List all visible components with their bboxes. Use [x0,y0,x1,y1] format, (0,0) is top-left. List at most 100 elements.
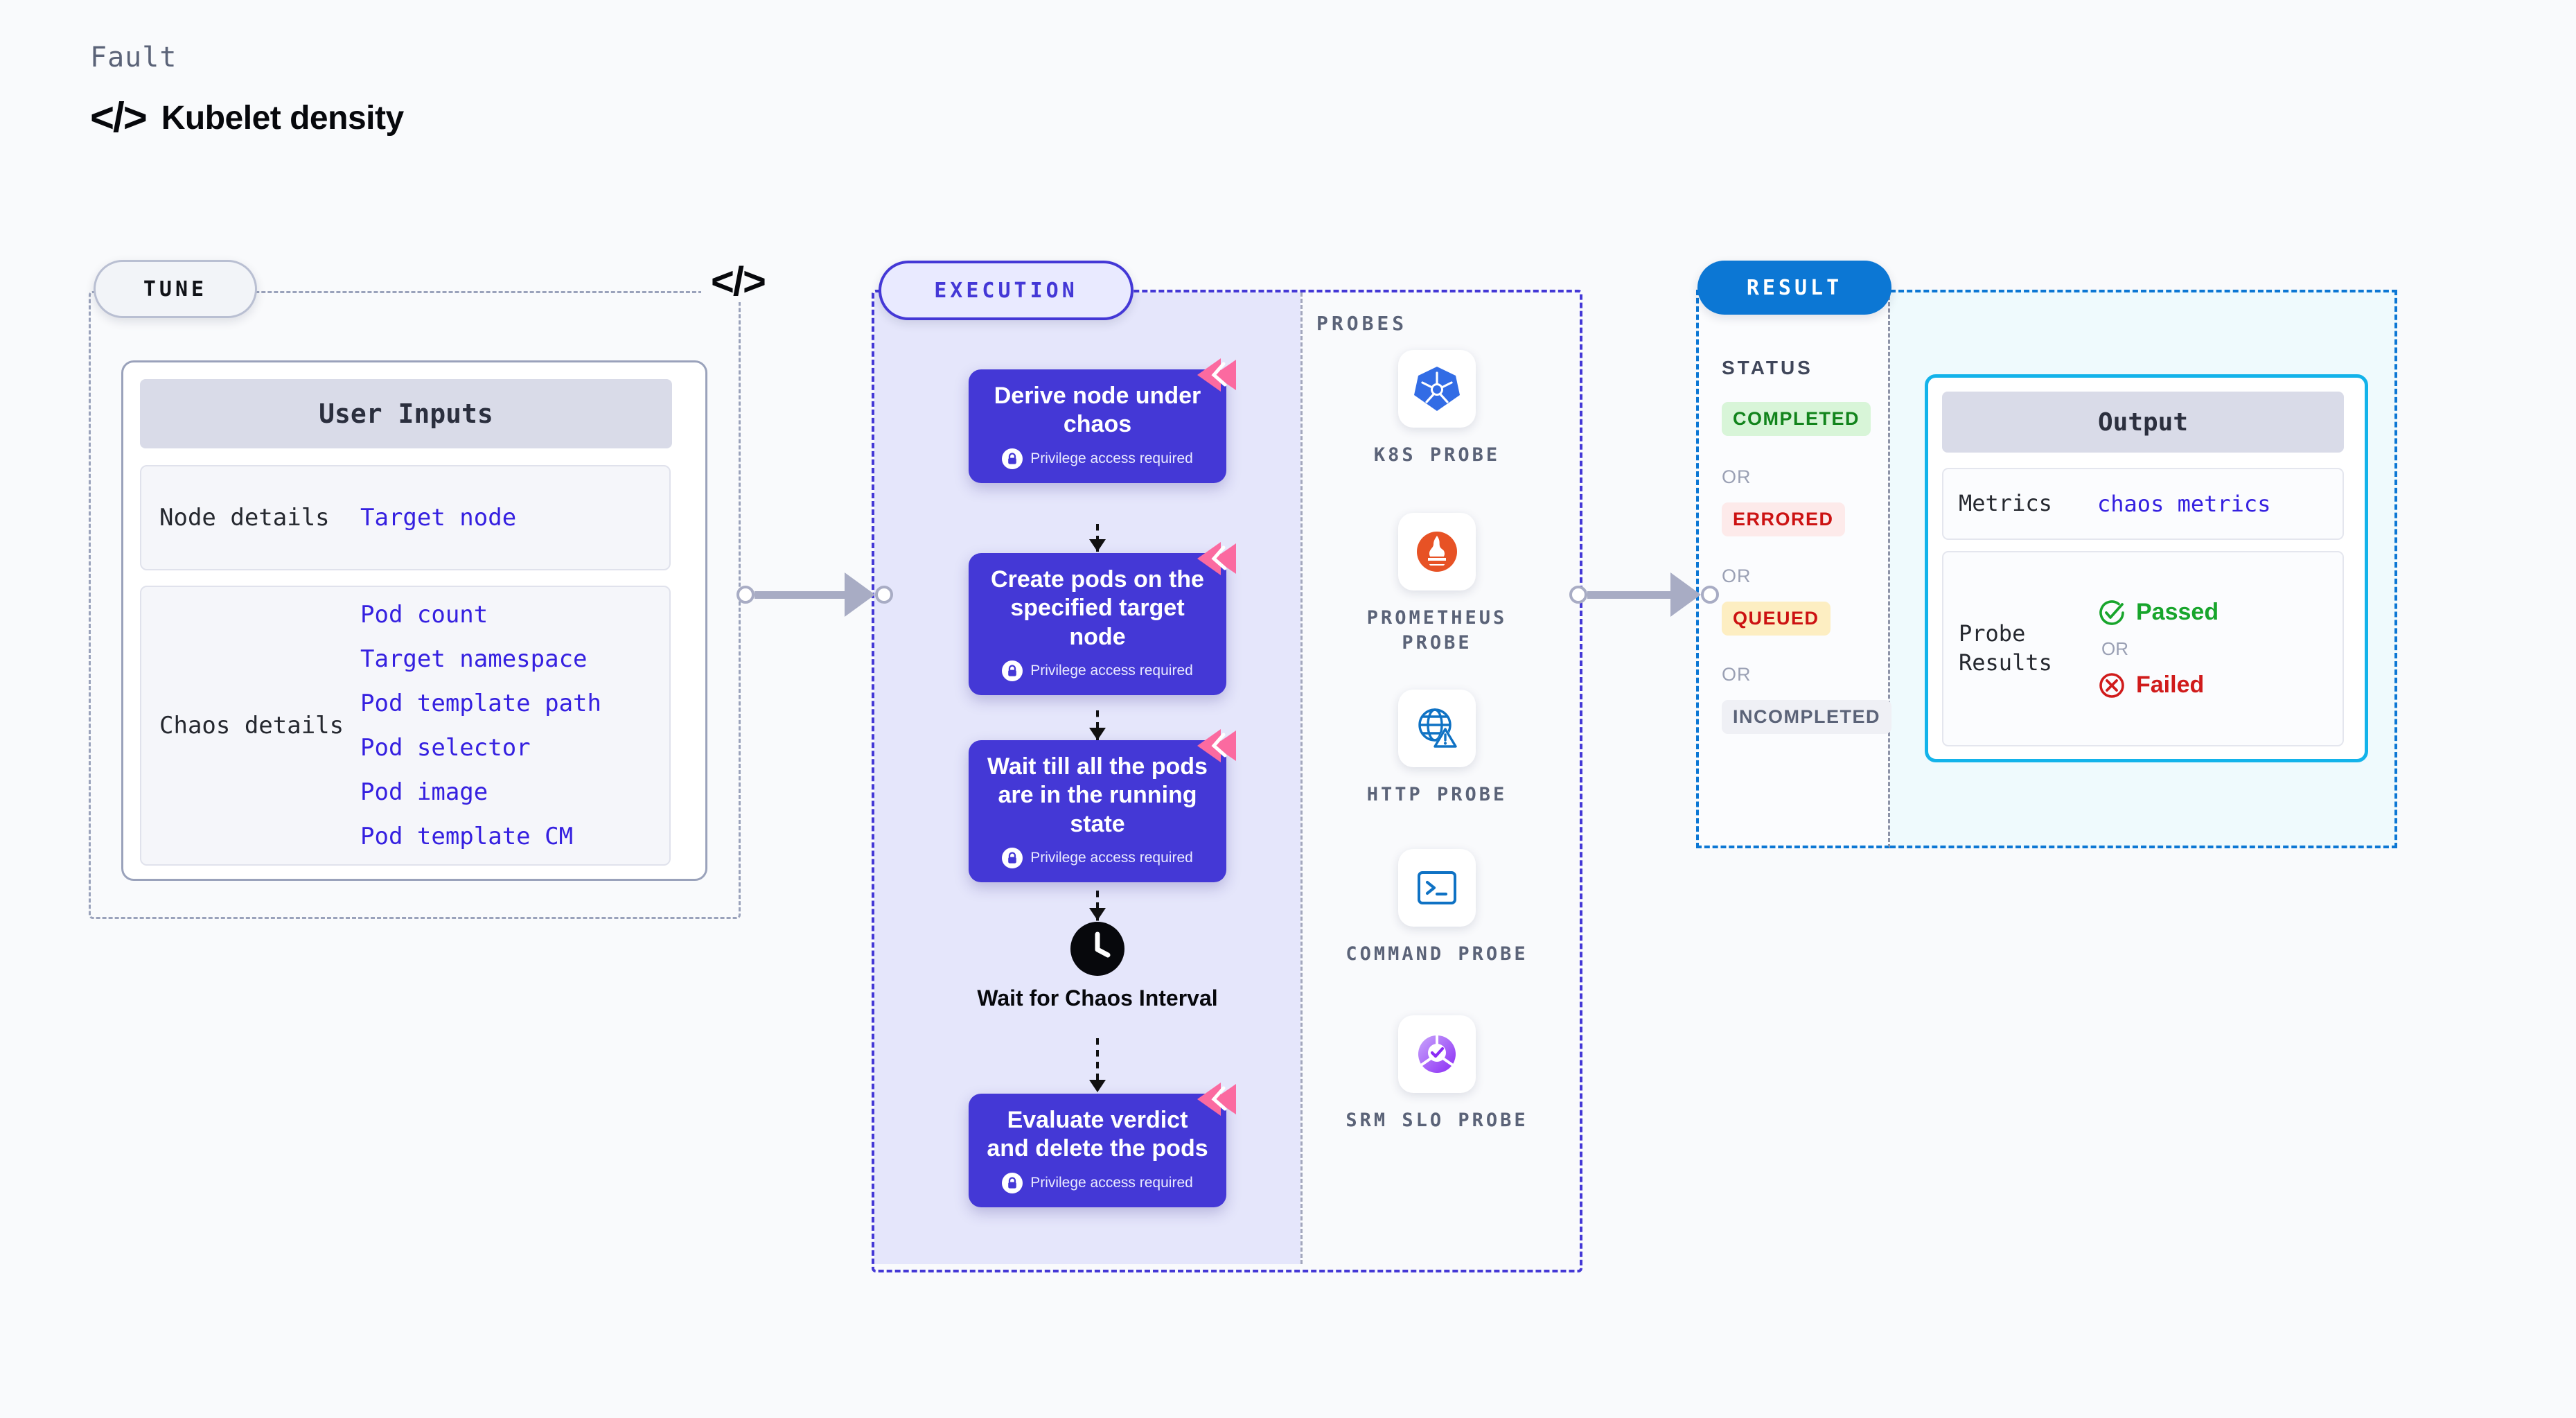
harness-corner-badge-icon [1197,729,1236,762]
status-label: STATUS [1722,357,1813,378]
flow-arrow-head-icon [1089,1080,1106,1092]
lock-icon [1002,448,1023,469]
probe-prometheus[interactable]: PROMETHEUS PROBE [1333,513,1541,656]
x-circle-icon [2099,672,2124,698]
output-row-probe-results: Probe Results Passed OR Failed [1942,551,2344,746]
verdict-list: Passed OR Failed [2097,598,2218,700]
check-circle-icon [2099,599,2124,625]
page-title: Kubelet density [161,99,404,137]
flow-arrow-head-icon [1089,539,1106,552]
harness-corner-badge-icon [1197,358,1236,392]
status-badge-completed: COMPLETED [1722,402,1871,436]
privilege-text: Privilege access required [1030,663,1193,679]
verdict-or-label: OR [2101,638,2128,659]
probe-label: PROMETHEUS PROBE [1366,607,1508,654]
step-title: Derive node under chaos [994,383,1201,438]
connector-start-dot [736,586,755,604]
eyebrow-label: Fault [90,42,177,73]
flow-arrow-line [1096,891,1099,922]
input-value-pod-template-cm[interactable]: Pod template CM [360,823,574,850]
connector-bar [1587,590,1670,599]
title-row: </> Kubelet density [90,97,404,139]
globe-warning-icon [1398,690,1476,767]
input-row-key: Chaos details [159,712,344,739]
status-or-label: OR [1722,466,1752,487]
verdict-failed: Failed [2097,671,2218,700]
output-row-key: Probe Results [1959,620,2052,676]
flow-arrow-head-icon [1089,728,1106,740]
execution-step-create-pods[interactable]: Create pods on the specified target node… [969,542,1236,696]
tune-pill-label: TUNE [94,260,257,318]
privilege-text: Privilege access required [1030,1174,1193,1191]
input-value-pod-selector[interactable]: Pod selector [360,734,531,762]
probe-label: SRM SLO PROBE [1346,1110,1528,1131]
probe-k8s[interactable]: K8S PROBE [1333,350,1541,468]
execution-step-wait-pods-running[interactable]: Wait till all the pods are in the runnin… [969,729,1236,883]
connector-end-dot [1701,586,1719,604]
input-value-target-namespace[interactable]: Target namespace [360,645,588,673]
step-title: Create pods on the specified target node [991,566,1204,650]
execution-pill-label: EXECUTION [879,261,1133,320]
step-title: Wait till all the pods are in the runnin… [987,753,1208,837]
page-header: Fault </> Kubelet density [90,42,404,139]
privilege-note: Privilege access required [984,848,1211,869]
tune-code-brackets-icon: </> [701,262,775,302]
privilege-note: Privilege access required [984,448,1211,469]
execution-step-evaluate-verdict[interactable]: Evaluate verdict and delete the pods Pri… [969,1083,1236,1207]
terminal-icon [1398,849,1476,927]
output-metrics-value[interactable]: chaos metrics [2097,491,2271,517]
flow-arrow-line [1096,524,1099,552]
output-card: Output Metrics chaos metrics Probe Resul… [1925,374,2368,762]
result-pill-label: RESULT [1697,261,1891,315]
output-row-metrics: Metrics chaos metrics [1942,468,2344,540]
clock-icon [1070,922,1124,976]
connector-tune-to-execution [736,572,893,617]
privilege-text: Privilege access required [1030,850,1193,866]
input-value-target-node[interactable]: Target node [360,504,517,532]
user-inputs-card: User Inputs Node details Target node Cha… [121,360,707,881]
lock-icon [1002,660,1023,682]
input-row-values: Pod count Target namespace Pod template … [360,601,601,850]
connector-end-dot [875,586,893,604]
code-brackets-icon: </> [90,94,148,141]
output-title: Output [1942,392,2344,453]
prometheus-icon [1398,513,1476,590]
input-value-pod-image[interactable]: Pod image [360,778,488,806]
connector-start-dot [1569,586,1587,604]
wait-for-chaos-interval-label: Wait for Chaos Interval [977,986,1218,1010]
status-or-label: OR [1722,664,1752,685]
probes-label: PROBES [1316,312,1408,335]
status-or-label: OR [1722,566,1752,586]
input-value-pod-template-path[interactable]: Pod template path [360,690,601,717]
harness-corner-badge-icon [1197,542,1236,575]
status-badge-queued: QUEUED [1722,602,1830,636]
tune-panel [89,291,741,919]
flow-arrow-head-icon [1089,908,1106,920]
probe-http[interactable]: HTTP PROBE [1333,690,1541,807]
probe-srm-slo[interactable]: SRM SLO PROBE [1333,1015,1541,1133]
probes-column [1300,292,1576,1264]
probe-label: K8S PROBE [1373,444,1501,466]
input-row-chaos-details: Chaos details Pod count Target namespace… [140,586,671,866]
connector-bar [755,590,845,599]
input-row-values: Target node [360,504,516,532]
probe-command[interactable]: COMMAND PROBE [1333,849,1541,967]
connector-execution-to-result [1569,572,1719,617]
harness-corner-badge-icon [1197,1083,1236,1116]
privilege-text: Privilege access required [1030,450,1193,466]
connector-arrowhead-icon [1670,572,1701,617]
connector-arrowhead-icon [845,572,875,617]
input-value-pod-count[interactable]: Pod count [360,601,488,629]
status-badge-errored: ERRORED [1722,502,1845,536]
input-row-node-details: Node details Target node [140,465,671,570]
input-row-key: Node details [159,504,330,532]
verdict-failed-label: Failed [2136,672,2205,698]
verdict-passed: Passed [2097,598,2218,627]
flow-arrow-line [1096,1038,1099,1088]
execution-step-derive-node[interactable]: Derive node under chaos Privilege access… [969,358,1236,483]
verdict-passed-label: Passed [2136,599,2219,625]
slo-donut-check-icon [1398,1015,1476,1093]
status-badge-incompleted: INCOMPLETED [1722,700,1892,734]
privilege-note: Privilege access required [984,1172,1211,1193]
kubernetes-icon [1398,350,1476,428]
